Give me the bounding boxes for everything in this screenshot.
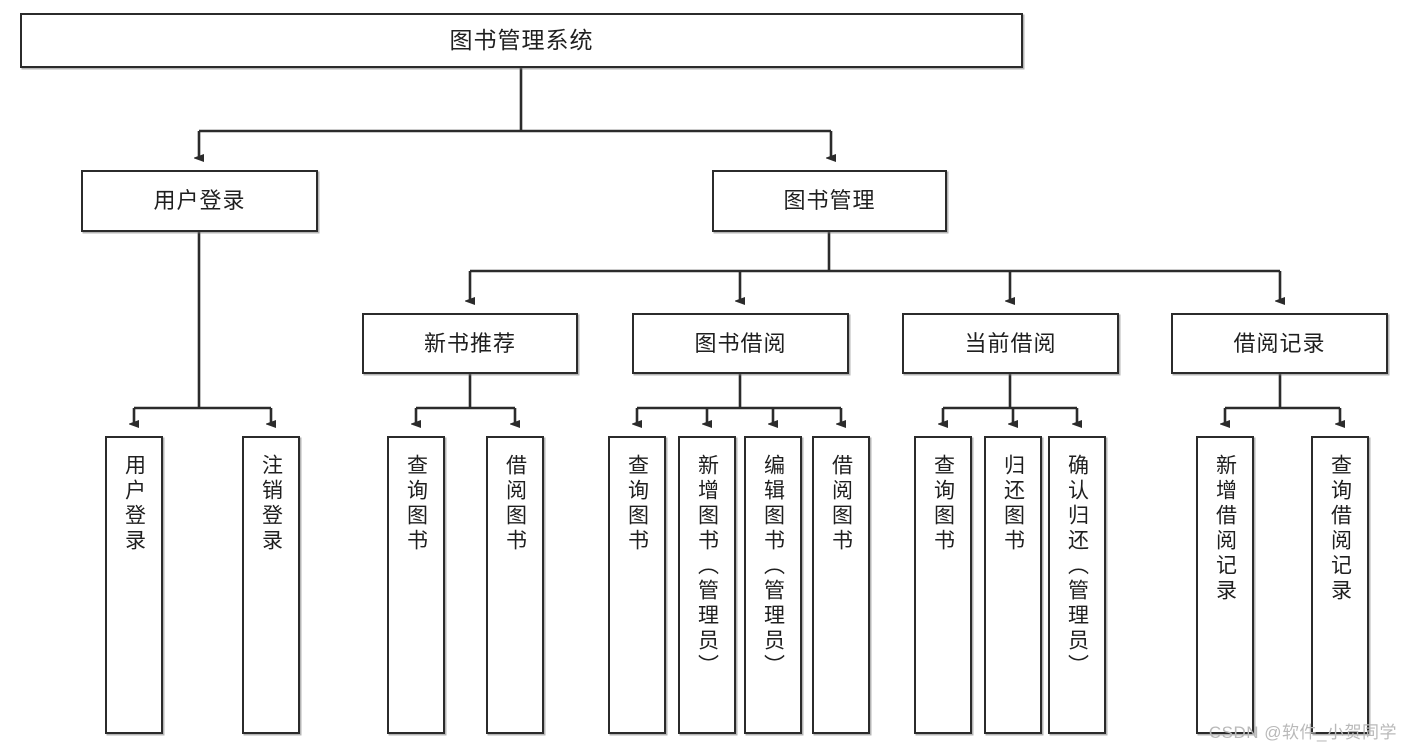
node-book-management[interactable]: 图书管理 — [712, 170, 947, 232]
node-label: 归还图书 — [1001, 454, 1025, 554]
node-label: 查询图书 — [931, 454, 955, 554]
leaf-add-borrow-record[interactable]: 新增借阅记录 — [1196, 436, 1254, 734]
csdn-watermark: CSDN @软件_小贺同学 — [1208, 723, 1397, 742]
node-label: 查询图书 — [625, 454, 649, 554]
node-label: 图书借阅 — [694, 330, 787, 356]
node-label: 查询图书 — [404, 454, 428, 554]
node-label: 注销登录 — [259, 454, 283, 554]
node-label: 新书推荐 — [423, 330, 516, 356]
leaf-edit-book-admin[interactable]: 编辑图书（管理员） — [744, 436, 802, 734]
node-book-borrow[interactable]: 图书借阅 — [632, 313, 849, 374]
leaf-add-book-admin[interactable]: 新增图书（管理员） — [678, 436, 736, 734]
node-label: 借阅图书 — [829, 454, 853, 554]
node-current-borrow[interactable]: 当前借阅 — [902, 313, 1119, 374]
leaf-query-borrow-record[interactable]: 查询借阅记录 — [1311, 436, 1369, 734]
leaf-query-book-recommend[interactable]: 查询图书 — [387, 436, 445, 734]
node-label: 新增图书（管理员） — [695, 454, 719, 679]
node-new-book-recommend[interactable]: 新书推荐 — [362, 313, 578, 374]
leaf-logout[interactable]: 注销登录 — [242, 436, 300, 734]
leaf-return-book[interactable]: 归还图书 — [984, 436, 1042, 734]
node-label: 编辑图书（管理员） — [761, 454, 785, 679]
node-label: 用户登录 — [153, 188, 246, 214]
node-borrow-records[interactable]: 借阅记录 — [1171, 313, 1388, 374]
node-root-system[interactable]: 图书管理系统 — [20, 13, 1023, 68]
node-label: 图书管理 — [783, 188, 876, 214]
leaf-borrow-book-recommend[interactable]: 借阅图书 — [486, 436, 544, 734]
leaf-query-book[interactable]: 查询图书 — [608, 436, 666, 734]
node-label: 借阅图书 — [503, 454, 527, 554]
leaf-borrow-book[interactable]: 借阅图书 — [812, 436, 870, 734]
leaf-user-login[interactable]: 用户登录 — [105, 436, 163, 734]
node-label: 确认归还（管理员） — [1065, 454, 1089, 679]
node-user-login[interactable]: 用户登录 — [81, 170, 318, 232]
node-label: 新增借阅记录 — [1213, 454, 1237, 604]
node-label: 当前借阅 — [964, 330, 1057, 356]
node-label: 用户登录 — [122, 454, 146, 554]
node-label: 借阅记录 — [1233, 330, 1326, 356]
node-label: 查询借阅记录 — [1328, 454, 1352, 604]
leaf-confirm-return-admin[interactable]: 确认归还（管理员） — [1048, 436, 1106, 734]
leaf-query-book-current[interactable]: 查询图书 — [914, 436, 972, 734]
node-label: 图书管理系统 — [449, 27, 594, 54]
